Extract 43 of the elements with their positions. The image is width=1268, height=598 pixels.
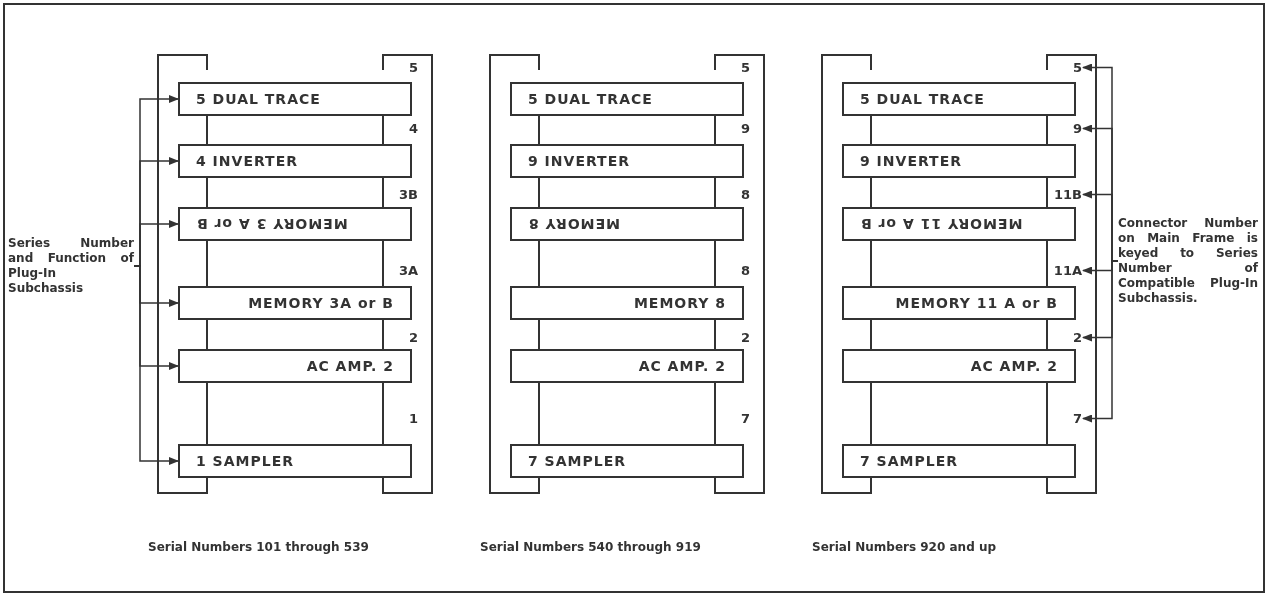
caption: Serial Numbers 920 and up — [812, 540, 998, 555]
subchassis-box: 5 DUAL TRACE — [842, 82, 1076, 116]
subchassis-box: MEMORY 11 A or B — [842, 286, 1076, 320]
connector-number: 2 — [740, 330, 750, 345]
annotation-text: Connector Number on Main Frame is keyed to Series Number of Compatible Plug-In Subchassis. — [1118, 216, 1258, 306]
connector-number: 1 — [408, 411, 418, 426]
connector-number: 3B — [399, 187, 418, 202]
subchassis-box: 7 SAMPLER — [510, 444, 744, 478]
connector-number: 7 — [740, 411, 750, 426]
caption: Serial Numbers 540 through 919 — [480, 540, 702, 555]
subchassis-box: MEMORY 8 — [510, 207, 744, 241]
arrow — [133, 265, 179, 465]
subchassis-box: 9 INVERTER — [510, 144, 744, 178]
annotation-text: Series Number and Function of Plug-In Subchassis — [8, 236, 134, 296]
connector-number: 5 — [740, 60, 750, 75]
subchassis-box: AC AMP. 2 — [510, 349, 744, 383]
subchassis-box: MEMORY 3 A or B — [178, 207, 412, 241]
connector-number: 11A — [1053, 263, 1082, 278]
subchassis-box: AC AMP. 2 — [178, 349, 412, 383]
subchassis-box: 1 SAMPLER — [178, 444, 412, 478]
subchassis-box: MEMORY 11 A or B — [842, 207, 1076, 241]
connector-number: 4 — [408, 121, 418, 136]
connector-number: 2 — [408, 330, 418, 345]
connector-number: 7 — [1072, 411, 1082, 426]
connector-number: 3A — [398, 263, 418, 278]
connector-number: 9 — [740, 121, 750, 136]
connector-number: 8 — [740, 187, 750, 202]
connector-number: 5 — [1072, 60, 1082, 75]
connector-number: 8 — [740, 263, 750, 278]
subchassis-box: 9 INVERTER — [842, 144, 1076, 178]
subchassis-box: MEMORY 8 — [510, 286, 744, 320]
subchassis-box: MEMORY 3A or B — [178, 286, 412, 320]
subchassis-box: AC AMP. 2 — [842, 349, 1076, 383]
connector-number: 9 — [1072, 121, 1082, 136]
subchassis-box: 7 SAMPLER — [842, 444, 1076, 478]
subchassis-box: 4 INVERTER — [178, 144, 412, 178]
connector-number: 5 — [408, 60, 418, 75]
connector-number: 2 — [1072, 330, 1082, 345]
connector-number: 11B — [1054, 187, 1082, 202]
arrow — [1082, 260, 1119, 423]
subchassis-box: 5 DUAL TRACE — [178, 82, 412, 116]
subchassis-box: 5 DUAL TRACE — [510, 82, 744, 116]
caption: Serial Numbers 101 through 539 — [148, 540, 370, 555]
